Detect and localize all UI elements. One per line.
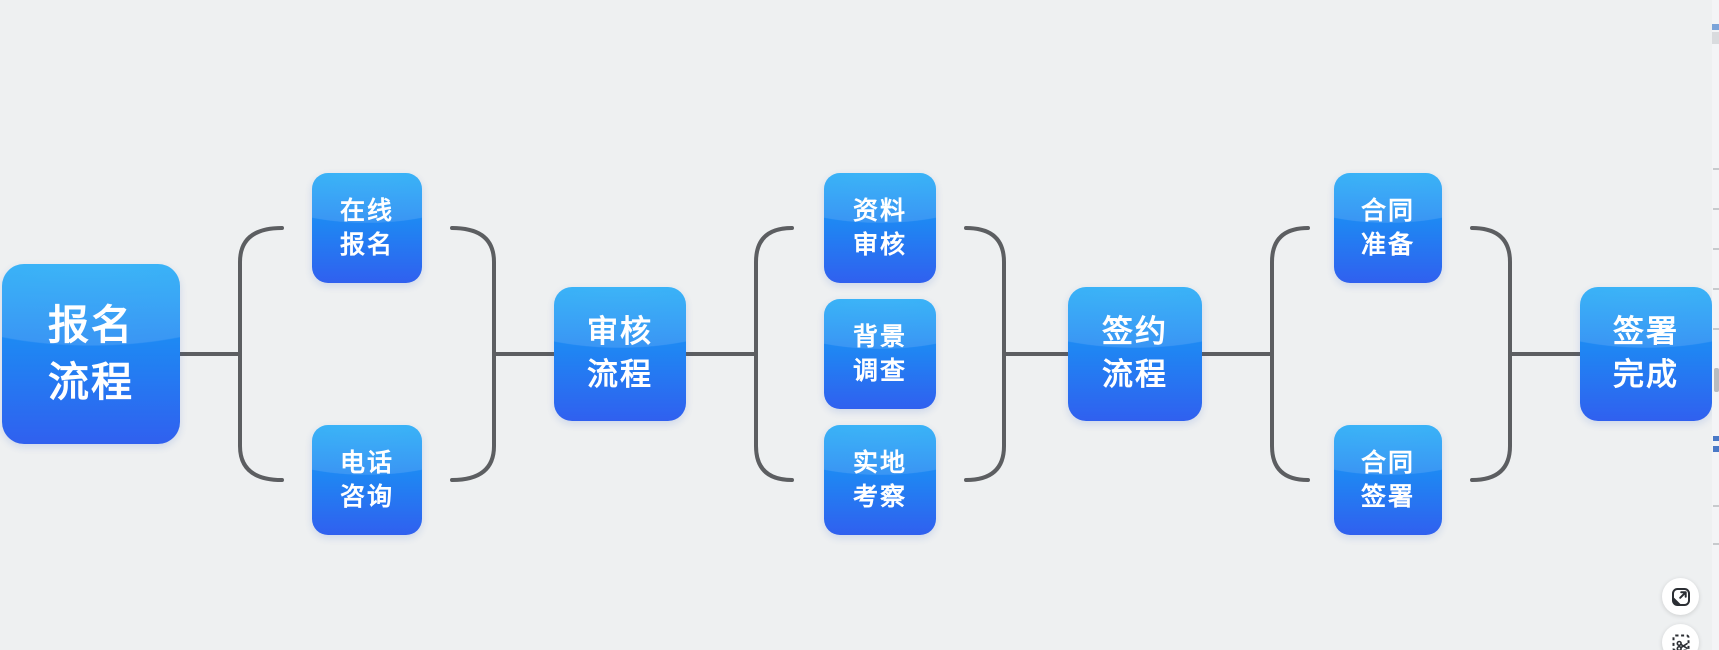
edge-artifact xyxy=(1713,208,1719,210)
node-signing-process[interactable]: 签约 流程 xyxy=(1068,287,1202,421)
node-site-visit[interactable]: 实地 考察 xyxy=(824,425,936,535)
edge-artifact xyxy=(1713,168,1719,170)
node-phone-consultation[interactable]: 电话 咨询 xyxy=(312,425,422,535)
expand-icon xyxy=(1671,587,1690,606)
node-label-line: 资料 xyxy=(852,195,907,225)
edge-artifact xyxy=(1712,24,1719,30)
node-registration-process[interactable]: 报名 流程 xyxy=(2,264,180,444)
edge-artifact xyxy=(1713,436,1719,441)
node-label-line: 准备 xyxy=(1360,230,1415,259)
connector-merge1-bracket xyxy=(450,226,496,482)
screenshot-snip-button[interactable] xyxy=(1662,624,1699,650)
node-document-review[interactable]: 资料 审核 xyxy=(824,173,936,283)
node-label-line: 签署 xyxy=(1360,482,1415,511)
node-signing-complete[interactable]: 签署 完成 xyxy=(1580,287,1712,421)
node-contract-preparation[interactable]: 合同 准备 xyxy=(1334,173,1442,283)
right-edge-panel-sliver xyxy=(1712,0,1719,650)
node-label-line: 报名 xyxy=(48,301,134,350)
node-label-line: 流程 xyxy=(1102,357,1168,393)
node-online-registration[interactable]: 在线 报名 xyxy=(312,173,422,283)
node-label-line: 审核 xyxy=(852,230,907,259)
scissors-snip-icon xyxy=(1672,634,1689,650)
scrollbar-thumb-sliver[interactable] xyxy=(1714,368,1719,392)
node-label-line: 审核 xyxy=(587,314,653,351)
edge-artifact xyxy=(1713,328,1719,330)
node-contract-signing[interactable]: 合同 签署 xyxy=(1334,425,1442,535)
connector-split1-bracket xyxy=(238,226,284,482)
node-label-line: 合同 xyxy=(1360,447,1415,477)
node-label-line: 调查 xyxy=(852,356,907,385)
node-background-check[interactable]: 背景 调查 xyxy=(824,299,936,409)
edge-artifact xyxy=(1713,543,1719,545)
node-label-line: 流程 xyxy=(587,357,653,393)
node-label-line: 考察 xyxy=(852,482,907,511)
edge-artifact xyxy=(1713,288,1719,290)
connector-merge3-bracket xyxy=(1470,226,1512,482)
node-label-line: 流程 xyxy=(48,358,134,406)
connector-split3-bracket xyxy=(1270,226,1310,482)
node-label-line: 电话 xyxy=(339,447,394,477)
connector-merge2-bracket xyxy=(964,226,1006,482)
edge-artifact xyxy=(1713,505,1719,507)
connector-split2-bracket xyxy=(754,226,794,482)
node-review-process[interactable]: 审核 流程 xyxy=(554,287,686,421)
node-label-line: 在线 xyxy=(339,195,394,225)
node-label-line: 咨询 xyxy=(339,482,394,511)
node-label-line: 合同 xyxy=(1360,195,1415,225)
expand-fullscreen-button[interactable] xyxy=(1662,578,1699,615)
node-label-line: 报名 xyxy=(339,230,394,259)
node-label-line: 完成 xyxy=(1613,357,1679,393)
node-label-line: 实地 xyxy=(852,447,907,477)
edge-artifact xyxy=(1713,446,1719,452)
node-label-line: 签约 xyxy=(1102,314,1168,351)
node-label-line: 签署 xyxy=(1613,314,1679,351)
edge-artifact xyxy=(1713,248,1719,250)
edge-artifact xyxy=(1712,32,1719,44)
node-label-line: 背景 xyxy=(852,321,907,351)
